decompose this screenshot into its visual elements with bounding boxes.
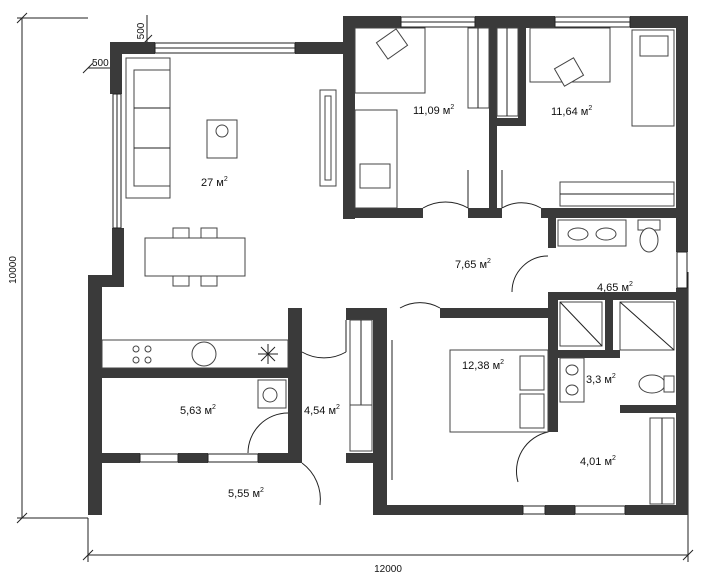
area-label-bath-2: 3,3 м2 xyxy=(586,373,616,386)
area-label-corridor: 4,54 м2 xyxy=(304,404,340,417)
area-label-hall: 7,65 м2 xyxy=(455,258,491,271)
offset-left-dimension: 500 xyxy=(92,58,109,69)
area-label-bedroom-1: 11,09 м2 xyxy=(413,104,454,117)
room-labels: 27 м2 11,09 м2 11,64 м2 7,65 м2 4,65 м2 … xyxy=(180,104,633,500)
height-dimension: 10000 xyxy=(8,256,19,284)
offset-top-dimension: 500 xyxy=(136,22,147,39)
area-label-bath-1: 4,65 м2 xyxy=(597,281,633,294)
area-label-terrace: 5,55 м2 xyxy=(228,487,264,500)
furniture xyxy=(101,27,675,505)
area-label-bedroom-2: 11,64 м2 xyxy=(551,105,592,118)
area-label-dressing: 4,01 м2 xyxy=(580,455,616,468)
doors xyxy=(247,170,549,506)
windows xyxy=(112,16,688,515)
area-label-utility: 5,63 м2 xyxy=(180,404,216,417)
width-dimension: 12000 xyxy=(374,564,402,575)
area-label-living: 27 м2 xyxy=(201,176,228,189)
area-label-bedroom-3: 12,38 м2 xyxy=(462,359,504,372)
walls xyxy=(88,16,688,515)
